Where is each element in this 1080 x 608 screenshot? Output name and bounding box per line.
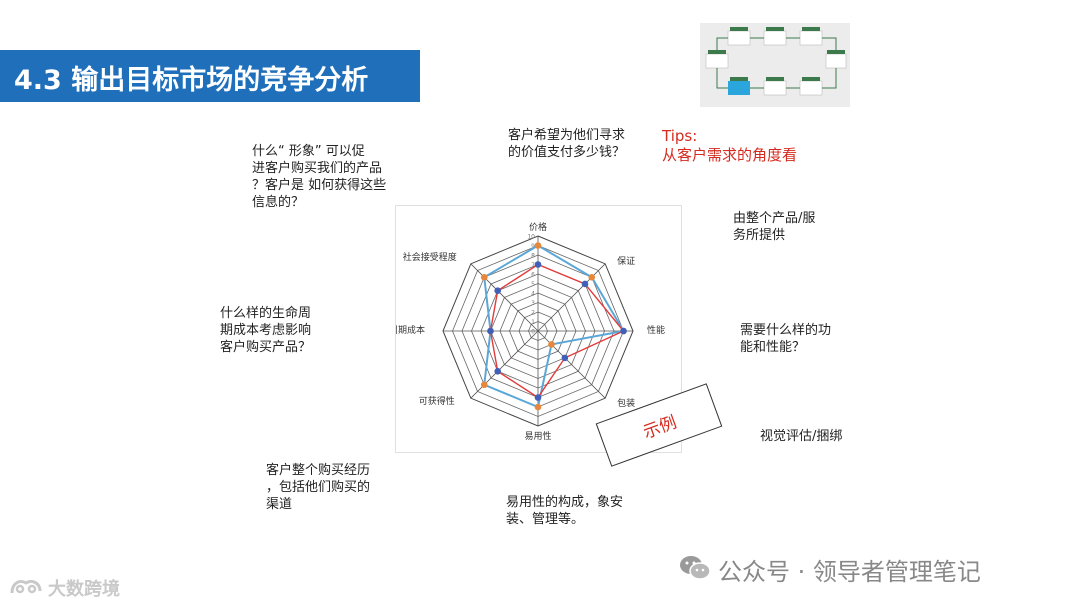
radar-data-point xyxy=(494,368,501,375)
brand-logo-icon xyxy=(10,579,42,594)
radar-tick-label: 7 xyxy=(531,262,535,269)
radar-tick-label: 6 xyxy=(531,272,535,279)
radar-data-point xyxy=(534,403,542,411)
wechat-watermark-text: 公众号 · 领导者管理笔记 xyxy=(718,558,981,586)
radar-data-point xyxy=(581,280,589,288)
note-price: 客户希望为他们寻求 的价值支付多少钱？ xyxy=(508,128,626,160)
title-banner: 4.3 输出目标市场的竞争分析 xyxy=(0,50,420,102)
note-performance: 需要什么样的功 能和性能？ xyxy=(740,323,832,355)
radar-data-point xyxy=(548,341,555,348)
radar-tick-label: 4 xyxy=(531,291,535,298)
flow-diagram xyxy=(700,23,850,107)
radar-data-point xyxy=(620,327,627,335)
radar-tick-label: 10 xyxy=(527,234,535,241)
brand-logo-text: 大数跨境 xyxy=(48,579,120,600)
note-image: 什么“ 形象” 可以促 进客户购买我们的产品 ？客户是 如何获得这些 信息的？ xyxy=(252,144,387,210)
note-packaging: 视觉评估/捆绑 xyxy=(760,429,843,444)
tips-text: Tips: 从客户需求的角度看 xyxy=(662,127,798,164)
radar-axis-label: 保证 xyxy=(617,255,635,267)
radar-data-point xyxy=(588,273,596,281)
wechat-icon xyxy=(680,556,711,580)
note-lifecycle: 什么样的生命周 期成本考虑影响 客户购买产品？ xyxy=(220,306,312,355)
note-availability: 客户整个购买经历 ，包括他们购买的 渠道 xyxy=(266,463,371,512)
brand-logo: 大数跨境 xyxy=(8,573,148,600)
radar-axis-label: 包装 xyxy=(617,397,635,409)
radar-axis-label: 易用性 xyxy=(524,430,551,442)
note-usability: 易用性的构成，象安 装、管理等。 xyxy=(506,495,624,527)
radar-axis-label: 社会接受程度 xyxy=(403,251,457,263)
radar-tick-label: 9 xyxy=(531,243,535,250)
radar-tick-label: 3 xyxy=(531,300,535,307)
radar-data-point xyxy=(561,354,569,362)
wechat-watermark: 公众号 · 领导者管理笔记 xyxy=(678,549,1048,586)
radar-tick-label: 0 xyxy=(531,329,535,336)
radar-tick-label: 2 xyxy=(531,310,535,317)
radar-data-point xyxy=(534,394,542,401)
radar-data-point xyxy=(534,261,542,268)
radar-tick-label: 1 xyxy=(531,319,535,326)
radar-data-point xyxy=(487,327,494,335)
radar-data-point xyxy=(480,273,488,281)
radar-tick-label: 5 xyxy=(531,281,535,288)
radar-data-point xyxy=(534,242,542,249)
radar-data-point xyxy=(494,287,501,294)
note-warranty: 由整个产品/服 务所提供 xyxy=(733,211,816,243)
radar-data-point xyxy=(480,381,488,389)
radar-tick-label: 8 xyxy=(531,253,535,260)
radar-axis-label: 性能 xyxy=(647,324,665,336)
page-title: 4.3 输出目标市场的竞争分析 xyxy=(14,65,369,96)
radar-axis-label: 可获得性 xyxy=(419,395,455,407)
process-flow-thumbnail xyxy=(700,23,850,107)
radar-axis-label: 价格 xyxy=(529,221,547,233)
